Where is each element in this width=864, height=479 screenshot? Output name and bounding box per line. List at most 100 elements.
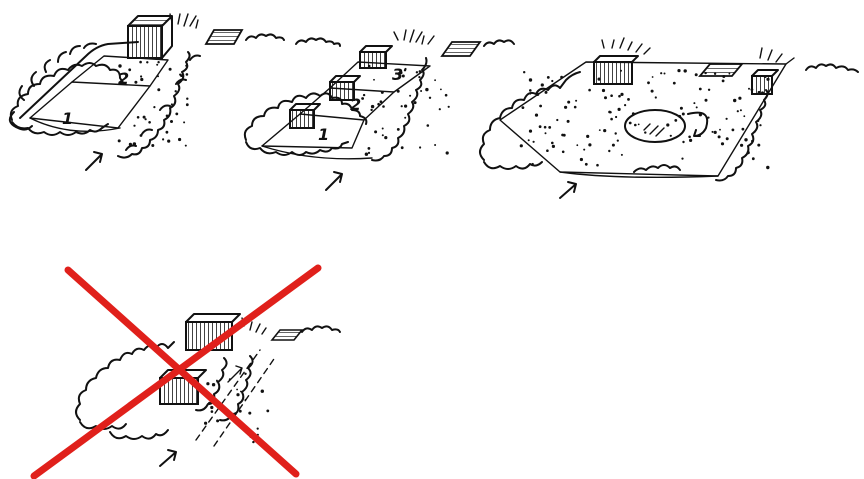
stipple-dot [206,382,209,385]
stipple-dot [551,80,553,82]
entry-arrow-2 [326,172,342,190]
stipple-dot [204,422,207,425]
stipple-dot [742,128,745,131]
circulation-loop [625,110,707,142]
stipple-dot [384,136,387,139]
stipple-dot [402,75,405,78]
stipple-dot [157,61,159,63]
stipple-dot [712,131,714,133]
stipple-dot [185,65,187,67]
stipple-dot [759,124,761,126]
shed-2 [442,42,480,56]
stipple-dot [397,128,400,131]
stipple-dot [404,105,407,108]
stipple-dot [544,126,547,129]
stipple-dot [401,105,403,107]
stipple-dot [638,124,640,126]
stipple-dot [374,130,377,133]
stipple-dot [381,91,384,94]
stipple-dot [535,114,538,117]
stipple-dot [552,145,555,148]
stipple-dot [673,82,676,85]
stipple-dot [529,78,532,81]
stipple-dot [446,151,449,154]
stipple-dot [696,106,698,108]
stipple-dot [688,136,691,139]
stipple-dot [140,78,143,81]
stipple-dot [695,73,698,76]
stipple-dot [726,118,728,120]
stipple-dot [539,125,542,128]
stipple-dot [151,144,154,147]
stipple-dot [666,123,669,126]
stipple-dot [523,71,525,73]
rejection-cross [34,268,318,476]
stipple-dot [705,99,708,102]
plot-label-1: 1 [62,109,73,128]
stipple-dot [529,130,532,133]
sketch-2: 1 2 3 [245,30,514,190]
stipple-dot [410,110,412,112]
stipple-dot [576,144,578,146]
stipple-dot [719,129,721,131]
stipple-dot [418,76,420,78]
stipple-dot [682,141,684,143]
sketch-4 [34,268,340,476]
stipple-dot [382,134,384,136]
stipple-dot [245,399,247,401]
stipple-dot [751,140,753,142]
stipple-dot [373,79,375,81]
stipple-dot [624,104,626,106]
stipple-dot [681,158,683,160]
stipple-dot [175,90,177,92]
stipple-dot [239,410,242,413]
stipple-dot [612,144,615,147]
stipple-dot [419,146,421,148]
stipple-dot [175,113,178,116]
stipple-dot [244,373,246,375]
stipple-dot [748,88,750,90]
entry-arrow-1 [86,152,102,170]
stipple-dot [588,89,591,92]
stipple-dot [603,129,606,132]
stipple-dot [134,81,137,84]
stipple-dot [186,103,189,106]
stipple-dot [604,96,607,99]
stipple-dot [414,101,417,104]
stipple-dot [397,90,400,93]
stipple-dot [409,95,411,97]
stipple-dot [157,75,159,77]
stipple-dot [674,119,677,122]
stipple-dot [261,390,264,393]
stipple-dot [757,120,759,122]
stipple-dot [737,110,739,112]
stipple-dot [670,135,672,137]
stipple-dot [545,91,548,94]
stipple-dot [677,69,680,72]
stipple-dot [561,134,564,137]
stipple-dot [140,75,142,77]
stipple-dot [186,73,189,76]
stipple-dot [652,76,654,78]
stipple-dot [401,146,404,149]
stipple-dot [448,106,450,108]
stipple-dot [236,393,239,396]
stipple-dot [380,100,383,103]
stipple-dot [533,141,535,143]
stipple-dot [617,140,619,142]
stipple-dot [660,72,662,74]
stipple-dot [644,131,646,133]
stipple-dot [257,428,259,430]
entry-arrow-3 [560,182,576,198]
stipple-dot [752,157,755,160]
stipple-dot [718,135,721,138]
plot-label-1: 1 [318,125,329,144]
stipple-dot [178,138,181,141]
stipple-dot [757,144,760,147]
stipple-dot [564,106,567,109]
stipple-dot [180,74,183,77]
stipple-dot [212,383,215,386]
stipple-dot [520,144,523,147]
stipple-dot [145,118,147,120]
stipple-dot [732,129,735,132]
